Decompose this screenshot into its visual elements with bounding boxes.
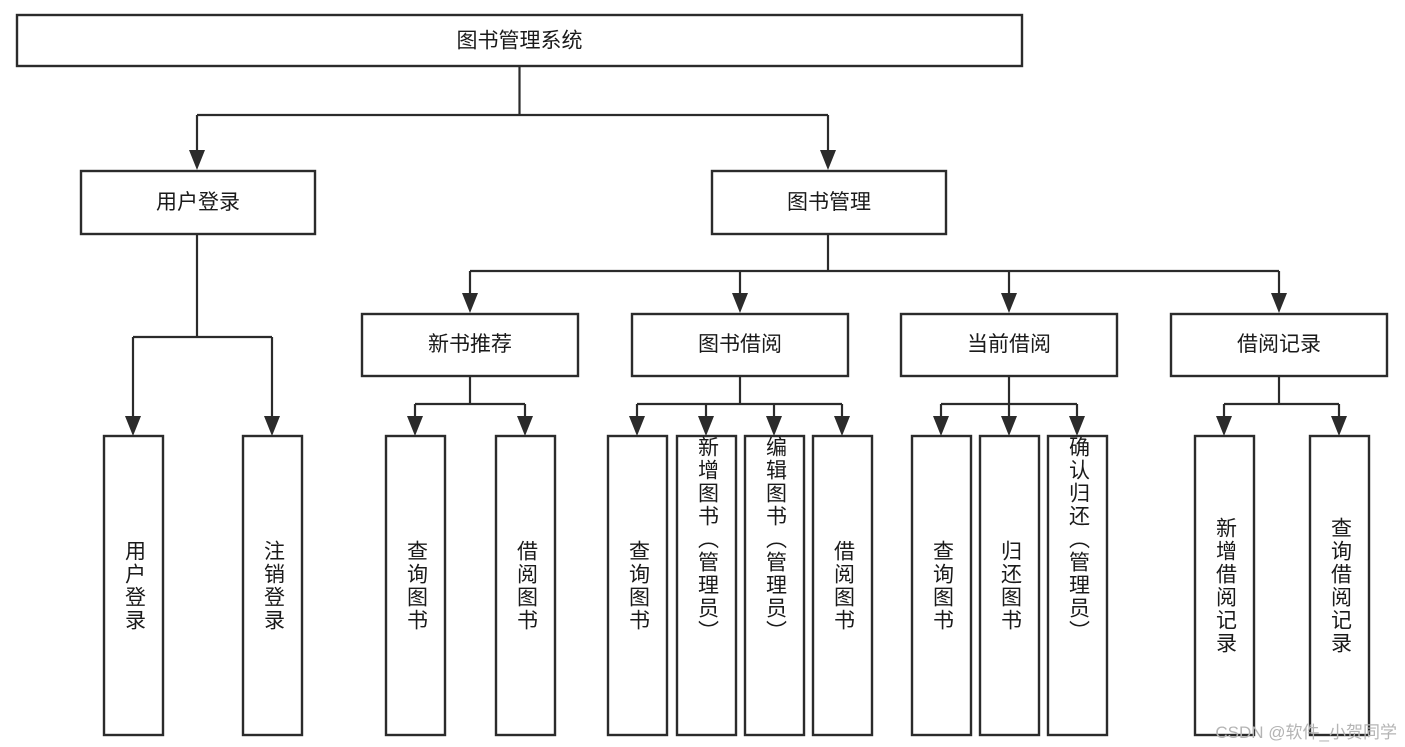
- watermark-text: CSDN @软件_小贺同学: [1215, 723, 1397, 742]
- arrowhead-leaf-edit-book: [766, 416, 782, 436]
- arrowhead-leaf-user-login: [125, 416, 141, 436]
- arrowhead-leaf-borrow-book-1: [517, 416, 533, 436]
- node-book-manage[interactable]: [710, 169, 948, 236]
- arrowhead-leaf-add-book: [698, 416, 714, 436]
- node-user-login[interactable]: [79, 169, 317, 236]
- node-leaf-borrow-book-2[interactable]: [811, 434, 874, 737]
- arrowhead-borrow-record: [1271, 293, 1287, 313]
- node-current-borrow-label: 当前借阅: [967, 333, 1051, 356]
- arrowhead-leaf-return-book: [1001, 416, 1017, 436]
- node-book-borrow-label: 图书借阅: [698, 333, 782, 356]
- node-layer-leaves: [102, 434, 1371, 737]
- node-new-book-rec[interactable]: [360, 312, 580, 378]
- arrowhead-leaf-add-record: [1216, 416, 1232, 436]
- arrowhead-current-borrow: [1001, 293, 1017, 313]
- node-leaf-add-record[interactable]: [1193, 434, 1256, 737]
- node-book-borrow[interactable]: [630, 312, 850, 378]
- node-leaf-logout[interactable]: [241, 434, 304, 737]
- node-layer-horizontal: 图书管理系统 用户登录 图书管理 新书推荐 图书借阅 当前借阅 借阅记录: [15, 13, 1389, 378]
- connector-layer: [125, 66, 1347, 436]
- node-leaf-confirm-return[interactable]: [1046, 434, 1109, 737]
- node-leaf-borrow-book-1[interactable]: [494, 434, 557, 737]
- arrowhead-leaf-confirm-return: [1069, 416, 1085, 436]
- node-leaf-edit-book[interactable]: [743, 434, 806, 737]
- arrowhead-book-borrow: [732, 293, 748, 313]
- arrowhead-leaf-query-book-3: [933, 416, 949, 436]
- node-leaf-add-book[interactable]: [675, 434, 738, 737]
- node-leaf-return-book[interactable]: [978, 434, 1041, 737]
- arrowhead-book-manage: [820, 150, 836, 170]
- node-leaf-query-record[interactable]: [1308, 434, 1371, 737]
- node-leaf-query-book-1[interactable]: [384, 434, 447, 737]
- node-borrow-record-label: 借阅记录: [1237, 333, 1321, 356]
- arrowhead-leaf-query-record: [1331, 416, 1347, 436]
- arrowhead-leaf-query-book-1: [407, 416, 423, 436]
- arrowhead-leaf-borrow-book-2: [834, 416, 850, 436]
- node-current-borrow[interactable]: [899, 312, 1119, 378]
- node-leaf-query-book-2[interactable]: [606, 434, 669, 737]
- node-user-login-label: 用户登录: [156, 191, 240, 214]
- node-root-label: 图书管理系统: [457, 30, 583, 53]
- node-leaf-query-book-3[interactable]: [910, 434, 973, 737]
- arrowhead-leaf-logout: [264, 416, 280, 436]
- arrowhead-new-book-rec: [462, 293, 478, 313]
- node-new-book-rec-label: 新书推荐: [428, 333, 512, 356]
- arrowhead-user-login: [189, 150, 205, 170]
- node-leaf-user-login[interactable]: [102, 434, 165, 737]
- node-root[interactable]: [15, 13, 1024, 68]
- node-book-manage-label: 图书管理: [787, 191, 871, 214]
- arrowhead-leaf-query-book-2: [629, 416, 645, 436]
- node-borrow-record[interactable]: [1169, 312, 1389, 378]
